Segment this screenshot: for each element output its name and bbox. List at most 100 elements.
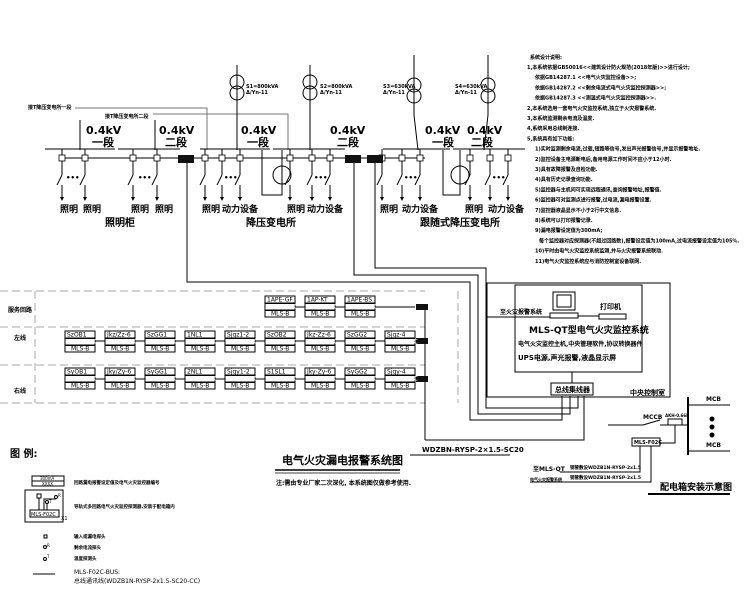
room-label: 中央控制室 [630, 388, 665, 397]
svg-text:钢管敷设WDZB1N-RYSP-2x1.5: 钢管敷设WDZB1N-RYSP-2x1.5 [570, 464, 641, 471]
current-sensor [153, 154, 161, 162]
svg-text:输入或漏电探头: 输入或漏电探头 [74, 533, 106, 540]
module-sub: MLS-B [71, 383, 89, 390]
module-code: Sjgy-4 [387, 369, 406, 376]
module-code: 2NL1 [187, 369, 203, 376]
note-line: 10)平时由电气火灾监控系统监测,并与火灾报警系统联动. [535, 248, 663, 255]
row-label: 左线 [13, 334, 26, 342]
module-code: SzOB1 [67, 332, 87, 339]
svg-text:照明: 照明 [202, 204, 220, 215]
system-desc: UPS电源,声光报警,液晶显示屏 [518, 353, 616, 362]
group-labels: 照明柜 降压变电所 跟随式降压变电所 [105, 216, 500, 229]
svg-text:T: T [48, 499, 52, 504]
note-line: 11)电气火灾监控系统应与消防控制室设备联网. [535, 258, 641, 265]
bus-cables [186, 163, 585, 456]
svg-text:MCCB: MCCB [643, 414, 663, 421]
module-sub: MLS-B [231, 383, 249, 390]
panel-install-diagram: MCCB AKH-0.66L MLS-F02C MCB MCB 至MLS-QT … [530, 396, 732, 495]
svg-text:MCB: MCB [706, 396, 721, 403]
module-code: 1AP-KT [307, 297, 328, 304]
module-code: S1SL1 [267, 369, 286, 376]
svg-text:回路漏电报警设定值及电气火灾监控器编号: 回路漏电报警设定值及电气火灾监控器编号 [74, 479, 160, 486]
module-code: Sjgz1-2 [227, 332, 249, 339]
module-code: 1NL1 [187, 332, 203, 339]
module-grid: 服务回路 左线 右线 [0, 290, 459, 440]
bus-hub [550, 382, 594, 396]
module-type: MLS-F02C [308, 376, 338, 383]
svg-text:XXXX: XXXX [42, 482, 53, 487]
transformer-label: S3=630kVA [383, 84, 416, 90]
svg-text:0.4kV: 0.4kV [241, 124, 277, 137]
svg-text:0.4kV: 0.4kV [159, 124, 195, 137]
transformer-3: S3=630kVA Δ/Yn-11 [383, 55, 422, 115]
svg-text:剩余电流探头: 剩余电流探头 [74, 544, 101, 551]
svg-text:MLS-F02C-BUS:: MLS-F02C-BUS: [74, 569, 120, 576]
current-sensor [201, 154, 209, 162]
svg-text:照明: 照明 [465, 204, 483, 215]
module-code: SyOB1 [67, 369, 87, 376]
feeder-circuits: •••••••••••••••••• [56, 149, 512, 201]
module-sub: MLS-B [311, 311, 329, 318]
system-desc: 电气火灾监控主机,中央管理软件,协议转换器件 [518, 340, 643, 348]
more-dots: ••• [224, 174, 237, 182]
module-type: MLS-F02C [388, 376, 418, 383]
module-code: Jkz-Zz-6 [306, 332, 331, 339]
current-sensor [486, 154, 494, 162]
central-control-room: 打印机 至火灾报警系统 MLS-QT型电气火灾监控系统 电气火灾监控主机,中央管… [486, 282, 671, 398]
printer-label: 打印机 [600, 302, 621, 311]
module-type: MLS-F02C [228, 339, 258, 346]
transformer-label: S2=800kVA [320, 84, 353, 90]
current-sensor [129, 154, 137, 162]
current-sensor [466, 154, 474, 162]
feeder [484, 149, 494, 201]
svg-text:一段: 一段 [92, 135, 114, 149]
module-type: MLS-F02C [148, 339, 178, 346]
svg-text:二段: 二段 [165, 135, 187, 149]
module-code: Sjgz-4 [387, 332, 406, 339]
current-sensor [81, 154, 89, 162]
transformer-4: S4=630kVA Δ/Yn-11 [455, 55, 496, 115]
feeder [234, 149, 244, 201]
svg-text:配电箱安装示意图: 配电箱安装示意图 [660, 481, 732, 493]
module-code: SyGG2 [347, 369, 368, 376]
module-type: MLS-F02C [108, 376, 138, 383]
load-labels: 照明照明 照明照明 照明动力设备 照明动力设备 照明动力设备 照明动力设备 [60, 203, 525, 215]
module-type: MLS-F02C [348, 304, 378, 311]
svg-text:动力设备: 动力设备 [307, 203, 344, 215]
module-sub: MLS-B [351, 346, 369, 353]
module-sub: MLS-B [391, 383, 409, 390]
feed-label-1: 接T降压变电所一段 [27, 104, 71, 111]
module-sub: MLS-B [231, 346, 249, 353]
module-sub: MLS-B [151, 383, 169, 390]
svg-text:图 例:: 图 例: [10, 447, 37, 460]
svg-text:照明: 照明 [380, 204, 398, 215]
module-type: MLS-F02C [68, 339, 98, 346]
current-sensor [58, 154, 66, 162]
module-code: Jkz/Zz-6 [106, 332, 131, 339]
module-type: MLS-F02C [388, 339, 418, 346]
transformer-label: S4=630kVA [455, 84, 488, 90]
module-sub: MLS-B [71, 346, 89, 353]
feeder [284, 149, 294, 201]
note-line: 5,系统具有如下功能: [527, 135, 574, 142]
svg-text:AKH-0.66L: AKH-0.66L [665, 413, 689, 418]
more-dots: ••• [138, 174, 151, 182]
module-code: Jky-Zy-6 [306, 369, 331, 376]
monitor-modules [178, 155, 383, 163]
module-sub: MLS-B [111, 383, 129, 390]
transformer-type: Δ/Yn-11 [383, 90, 405, 96]
note-line: 4)具有历史记录查询功能. [535, 176, 593, 183]
